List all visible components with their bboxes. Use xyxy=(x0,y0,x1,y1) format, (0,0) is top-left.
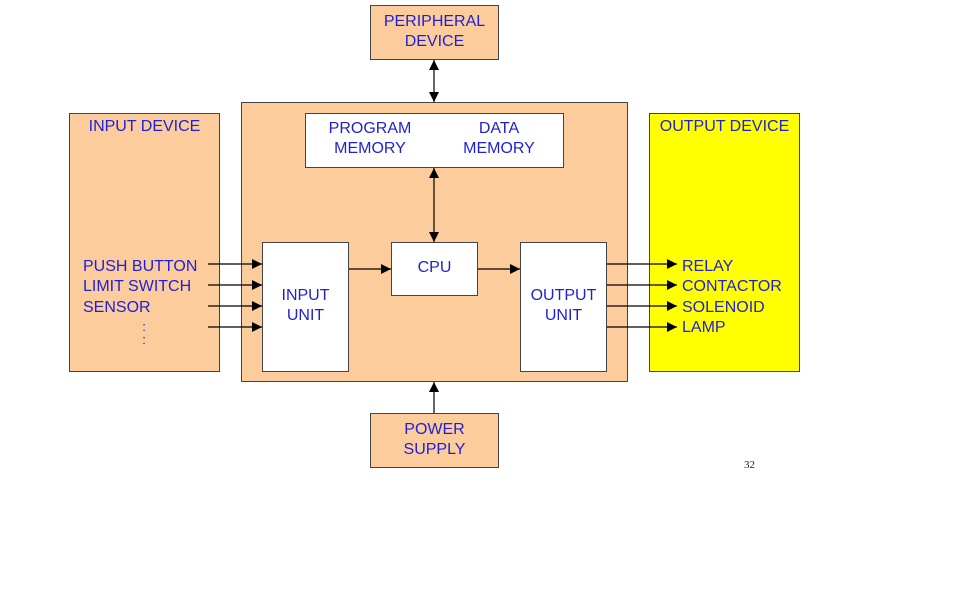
input-unit-box xyxy=(262,242,349,372)
output-item-lamp: LAMP xyxy=(682,319,726,336)
peripheral-device-label-line1: PERIPHERAL xyxy=(383,13,486,30)
output-item-relay: RELAY xyxy=(682,258,734,275)
power-supply-box xyxy=(370,413,499,468)
output-unit-line1: OUTPUT xyxy=(530,287,597,304)
data-memory-line2: MEMORY xyxy=(463,140,535,157)
peripheral-device-label-line2: DEVICE xyxy=(404,33,465,50)
input-item-limit-switch: LIMIT SWITCH xyxy=(83,278,192,295)
output-item-solenoid: SOLENOID xyxy=(682,299,765,316)
page-number: 32 xyxy=(744,459,755,471)
power-supply-line1: POWER xyxy=(404,421,465,438)
input-device-title: INPUT DEVICE xyxy=(88,118,201,135)
output-unit-line2: UNIT xyxy=(544,307,583,324)
cpu-label: CPU xyxy=(417,259,452,276)
cpu-box xyxy=(391,242,478,296)
program-memory-line2: MEMORY xyxy=(334,140,406,157)
output-item-contactor: CONTACTOR xyxy=(682,278,782,295)
input-item-continuation-dots: : : xyxy=(142,319,146,347)
peripheral-device-box xyxy=(370,5,499,60)
data-memory-line1: DATA xyxy=(478,120,520,137)
input-item-push-button: PUSH BUTTON xyxy=(83,258,198,275)
input-unit-line2: UNIT xyxy=(286,307,325,324)
input-item-sensor: SENSOR xyxy=(83,299,151,316)
output-device-title: OUTPUT DEVICE xyxy=(659,118,790,135)
memory-box xyxy=(305,113,564,168)
output-unit-box xyxy=(520,242,607,372)
input-unit-line1: INPUT xyxy=(281,287,330,304)
program-memory-line1: PROGRAM xyxy=(328,120,412,137)
input-device-box xyxy=(69,113,220,372)
power-supply-line2: SUPPLY xyxy=(403,441,466,458)
